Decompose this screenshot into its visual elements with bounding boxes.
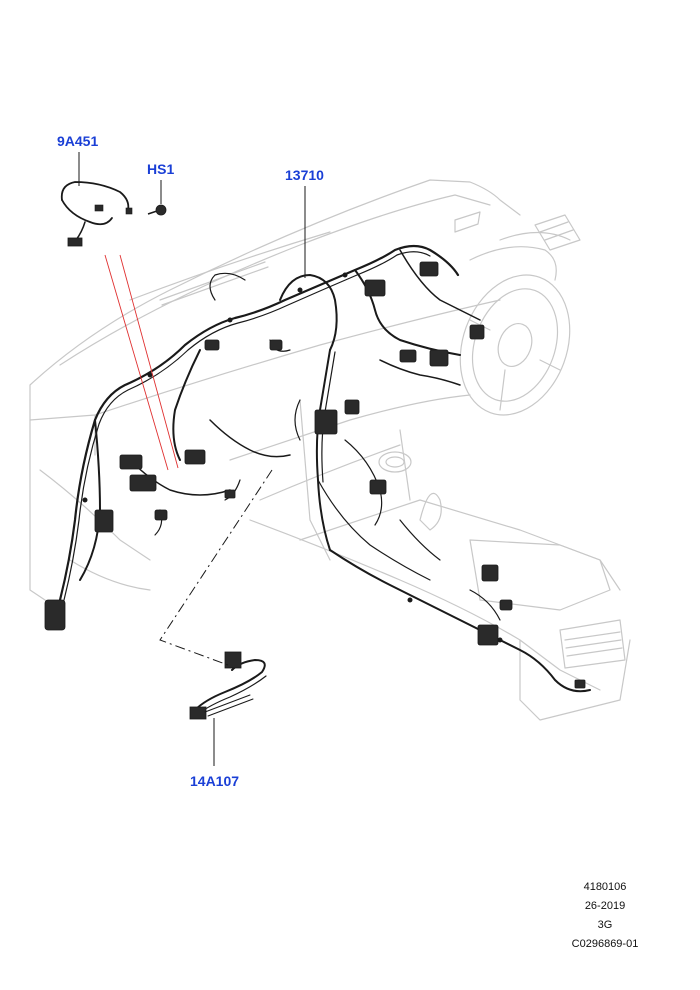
part-14a107-harness <box>189 651 267 720</box>
harness-connectors <box>44 261 586 689</box>
reference-block: 4180106 26-2019 3G C0296869-01 <box>540 878 670 954</box>
reference-code: 3G <box>597 919 613 931</box>
reference-date: 26-2019 <box>584 900 626 912</box>
reference-number: 4180106 <box>583 881 627 893</box>
callout-14a107[interactable]: 14A107 <box>190 773 240 789</box>
locator-line <box>159 469 273 666</box>
callout-hs1[interactable]: HS1 <box>147 161 175 177</box>
callout-9a451[interactable]: 9A451 <box>57 133 99 149</box>
sight-lines <box>104 254 179 471</box>
reference-illustration-id: C0296869-01 <box>571 938 639 950</box>
part-9a451-harness <box>60 181 133 247</box>
callout-leaders <box>78 152 306 766</box>
vehicle-interior-outline <box>29 179 631 721</box>
callout-13710[interactable]: 13710 <box>285 167 324 183</box>
part-hs1-screw <box>147 204 167 216</box>
